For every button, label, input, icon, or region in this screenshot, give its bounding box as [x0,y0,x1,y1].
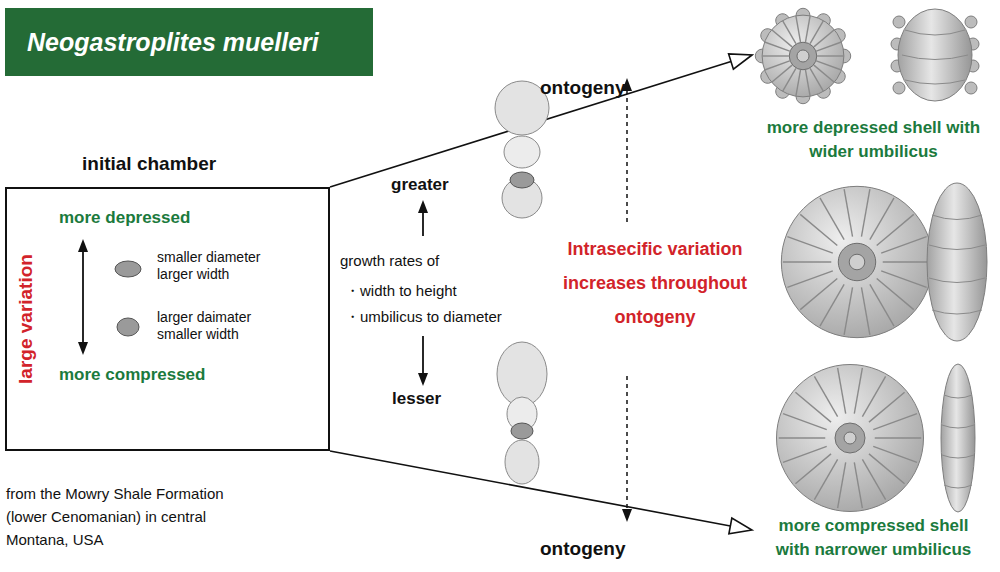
note: ・umbilicus to diameter [345,308,502,327]
shell-caption: more compressed shell with narrower umbi… [752,514,995,562]
whorl-section [497,342,547,484]
box-heading: initial chamber [82,153,216,175]
whorl-section [495,81,549,218]
edge-label: ontogeny [540,77,626,99]
scale-end: greater [391,175,449,195]
edge-label: ontogeny [540,538,626,560]
source-note: from the Mowry Shale Formation (lower Ce… [6,482,241,551]
note: ・width to height [345,282,457,301]
shell-group: more depressed shell with wider umbilicu… [752,0,995,165]
scale-end: lesser [392,389,441,409]
shell-caption: more depressed shell with wider umbilicu… [752,116,995,164]
connector-line [330,62,731,187]
arrowhead [729,54,752,69]
axis-label: large variation [15,254,37,384]
title: Neogastroplites muelleri [27,27,319,57]
variation-note: Intrasecific variation increases through… [560,232,750,334]
ontogeny-connector [330,54,752,187]
oval-note: larger daimater smaller width [157,309,282,343]
ammonite-lateral [781,186,932,337]
arrowhead [729,518,752,534]
shell-group: more compressed shell with narrower umbi… [752,350,995,572]
ammonite-ventral [927,183,987,341]
oval-note: smaller diameter larger width [157,249,282,283]
ammonite-lateral [777,365,924,512]
end-label: more compressed [59,365,205,385]
ammonite-ventral [941,364,975,512]
initial-chamber-box: initial chamberlarge variationmore depre… [5,187,330,451]
note: growth rates of [340,252,439,269]
chamber-oval [117,318,139,336]
chamber-oval [115,261,141,277]
title-banner: Neogastroplites muelleri [5,8,373,76]
double-arrow [78,239,88,355]
ammonite-lateral [755,8,850,103]
ontogeny-connector [330,451,752,534]
ammonite-ventral [891,9,979,101]
end-label: more depressed [59,208,190,228]
